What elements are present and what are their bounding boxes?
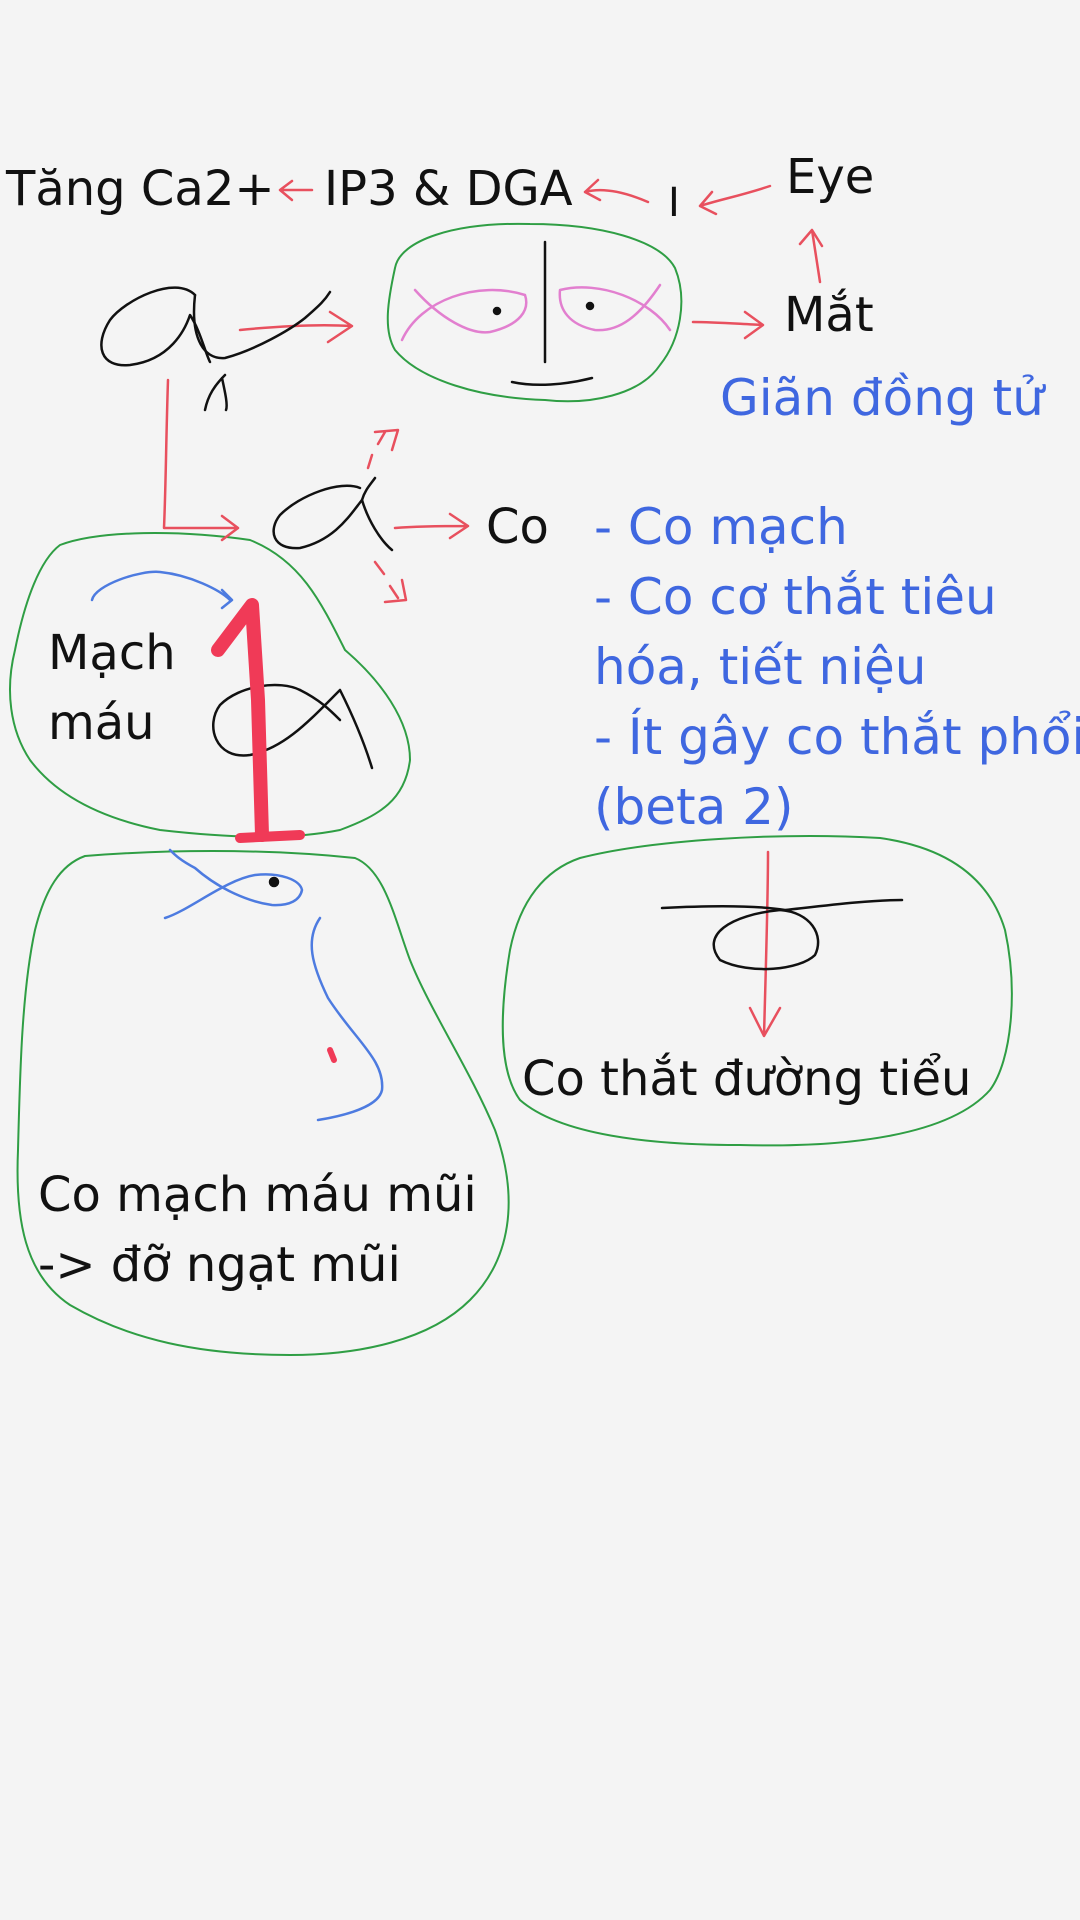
eye-label: Eye [786, 149, 875, 205]
bladder-icon [660, 898, 904, 971]
co-mach-mau-mui-line1: Co mạch máu mũi [38, 1167, 477, 1223]
co-label: Co [486, 499, 549, 555]
mat-label: Mắt [784, 287, 874, 343]
bladder-circle [501, 835, 1013, 1147]
eye-circle [386, 222, 683, 403]
number-one-mark [211, 598, 305, 843]
note-line-2: - Co cơ thắt tiêu [594, 568, 997, 626]
note-line-3: hóa, tiết niệu [594, 638, 927, 696]
nose-icon [163, 848, 384, 1122]
mach-mau-line2: máu [48, 695, 155, 751]
eye-face-icon [400, 240, 672, 387]
arrows [162, 178, 824, 1038]
co-that-duong-tieu-label: Co thắt đường tiểu [522, 1051, 972, 1107]
vessel-alpha-icon [90, 570, 374, 770]
mach-mau-line1: Mạch [48, 625, 176, 681]
co-mach-mau-mui-line2: -> đỡ ngạt mũi [38, 1237, 401, 1293]
nose-circle [16, 850, 510, 1356]
note-line-5: (beta 2) [594, 778, 794, 836]
gian-dong-tu-label: Giãn đồng tử [720, 369, 1044, 427]
i-mark-label: I [668, 180, 680, 226]
ip3-dga-label: IP3 & DGA [324, 161, 573, 217]
blood-vessel-circle [9, 532, 411, 838]
note-line-4: - Ít gây co thắt phổi [594, 708, 1080, 766]
alpha-icon [272, 476, 394, 552]
effects-notes: - Co mạch - Co cơ thắt tiêu hóa, tiết ni… [594, 492, 1080, 842]
alpha-icon [100, 286, 332, 412]
tang-ca-label: Tăng Ca2+ [6, 161, 275, 217]
note-line-1: - Co mạch [594, 498, 848, 556]
